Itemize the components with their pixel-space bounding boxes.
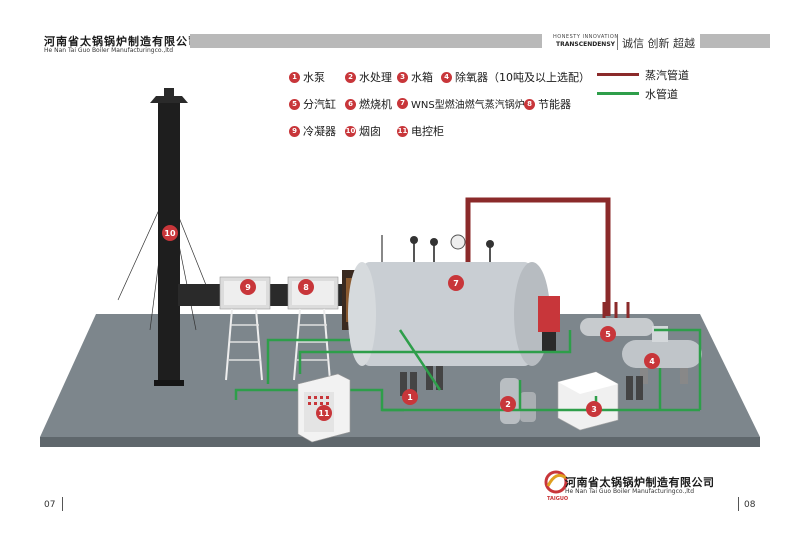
footer-company-cn: 河南省太锅锅炉制造有限公司: [565, 476, 715, 489]
footer-company-en: He Nan Tai Guo Boiler Manufacturingco.,l…: [565, 488, 695, 495]
marker-2: [500, 396, 516, 412]
marker-8-text: 8: [303, 283, 309, 292]
diagram-markers: 10 9 8 7 5 4 3 2 1 11: [162, 225, 660, 421]
marker-10-text: 10: [164, 229, 176, 238]
marker-5: [600, 326, 616, 342]
legend-marker: 8: [524, 98, 535, 110]
page-tick-right: [738, 497, 739, 511]
legend-marker: 2: [345, 71, 356, 83]
motto-separator: [617, 34, 618, 50]
water-pipe-swatch: [597, 92, 639, 95]
marker-8: [298, 279, 314, 295]
header-gray-bar: [190, 34, 542, 48]
legend-label: 分汽缸: [303, 98, 336, 111]
marker-11-text: 11: [318, 409, 330, 418]
water-pumps: [400, 366, 643, 400]
motto-cn: 诚信 创新 超越: [622, 37, 695, 50]
legend-label: 电控柜: [411, 125, 444, 138]
water-pipe-network: [234, 328, 702, 412]
steam-pipe-swatch: [597, 73, 639, 76]
marker-4-text: 4: [649, 357, 655, 366]
marker-7-text: 7: [453, 279, 459, 288]
marker-4: [644, 353, 660, 369]
marker-10: [162, 225, 178, 241]
legend-label: 冷凝器: [303, 125, 336, 138]
marker-11: [316, 405, 332, 421]
company-logo: [544, 470, 568, 494]
marker-1-text: 1: [407, 393, 413, 402]
legend-marker: 11: [397, 125, 408, 137]
legend-label: 烟囱: [359, 125, 381, 138]
chimney-top: [164, 88, 174, 97]
legend-marker: 9: [289, 125, 300, 137]
steam-header: [580, 302, 654, 336]
marker-9: [240, 279, 256, 295]
water-tank: [557, 371, 619, 431]
marker-3: [586, 401, 602, 417]
marker-3-text: 3: [591, 405, 597, 414]
header-company-en: He Nan Tai Guo Boiler Manufacturingco.,l…: [44, 47, 174, 54]
legend-marker: 10: [345, 125, 356, 137]
footer-logo-text: TAIGUO: [547, 496, 569, 502]
steam-main-pipe: [465, 197, 611, 316]
legend-label: 水箱: [411, 71, 433, 84]
legend-marker: 4: [441, 71, 452, 83]
chimney-base: [154, 380, 184, 386]
chimney: [158, 103, 180, 383]
floor-edge: [40, 437, 760, 447]
marker-1: [402, 389, 418, 405]
motto-en-line2: TRANSCENDENSY: [556, 41, 615, 48]
header-company-cn: 河南省太锅锅炉制造有限公司: [44, 35, 200, 48]
marker-2-text: 2: [505, 400, 511, 409]
header-gray-bar-right: [700, 34, 770, 48]
marker-5-text: 5: [605, 330, 611, 339]
legend-marker: 1: [289, 71, 300, 83]
steam-pipe-label: 蒸汽管道: [645, 69, 689, 82]
legend-marker: 5: [289, 98, 300, 110]
marker-9-text: 9: [245, 283, 251, 292]
legend-label: 除氧器（10吨及以上选配）: [455, 71, 590, 84]
page-number-right: 08: [744, 500, 756, 510]
water-pipe-label: 水管道: [645, 88, 678, 101]
marker-7: [448, 275, 464, 291]
page-tick-left: [62, 497, 63, 511]
legend-label: 燃烧机: [359, 98, 392, 111]
motto-en-line1: HONESTY INNOVATION: [553, 34, 619, 40]
boiler-valves: [381, 234, 494, 262]
page-number-left: 07: [44, 500, 56, 510]
legend-marker: 7: [397, 98, 408, 109]
chimney-cap: [150, 96, 188, 103]
legend-marker: 6: [345, 98, 356, 110]
legend-marker: 3: [397, 71, 408, 83]
boiler: [348, 262, 560, 366]
legend-label: 节能器: [538, 98, 571, 111]
legend-label: 水泵: [303, 71, 325, 84]
legend-label: 水处理: [359, 71, 392, 84]
legend-label: WNS型燃油燃气蒸汽锅炉: [411, 100, 525, 111]
